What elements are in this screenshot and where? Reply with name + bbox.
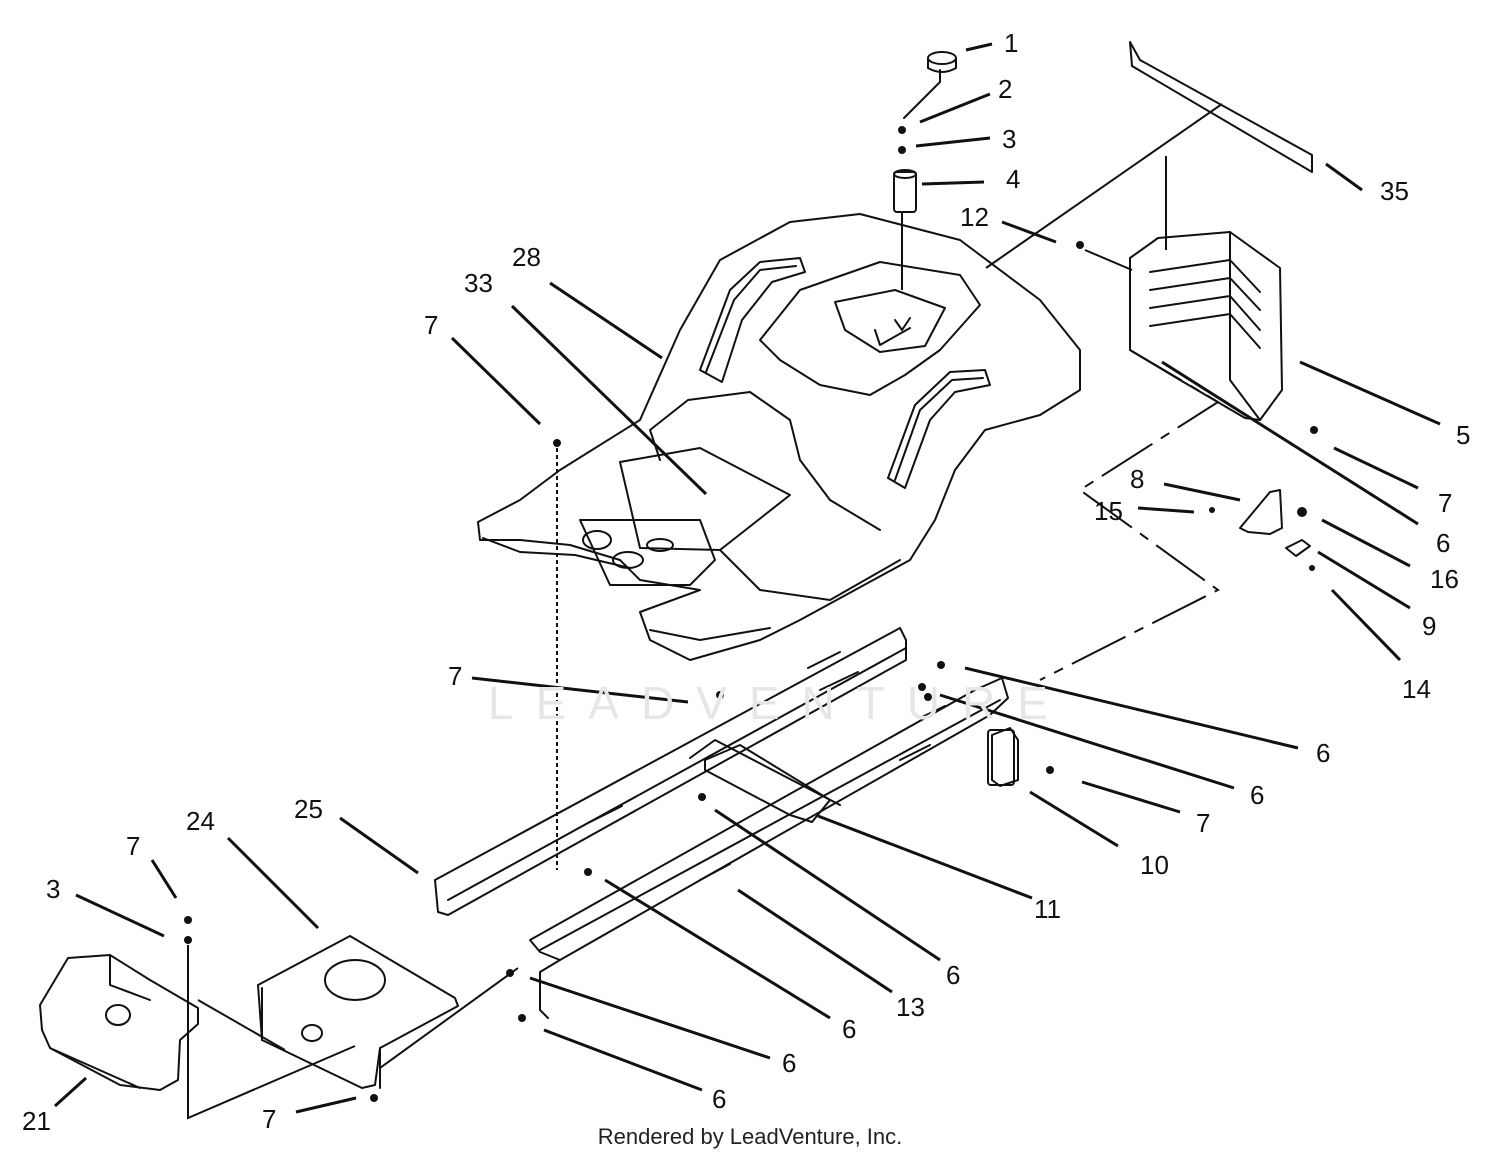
- callout-label: 25: [294, 794, 323, 824]
- angle-bracket-part: [991, 727, 1019, 787]
- housing-plate-part: [257, 935, 459, 1089]
- callout-label: 1: [1004, 28, 1018, 58]
- callout-label: 6: [1436, 528, 1450, 558]
- callout-label: 5: [1456, 420, 1470, 450]
- callout-label: 33: [464, 268, 493, 298]
- callout-label: 6: [842, 1014, 856, 1044]
- callout-labels: 1 2 3 4 35 12 28 33 7 5 7 6 8 15 16 9 14…: [22, 28, 1470, 1136]
- callout-label: 7: [448, 661, 462, 691]
- callout-label: 6: [946, 960, 960, 990]
- assembly-lines: [187, 103, 1223, 1120]
- callout-label: 9: [1422, 611, 1436, 641]
- fender-pan-part: [477, 213, 1081, 661]
- callout-label: 14: [1402, 674, 1431, 704]
- bracket-part: [1239, 489, 1283, 535]
- shield-part: [39, 954, 199, 1091]
- callout-label: 4: [1006, 164, 1020, 194]
- callout-label: 6: [712, 1084, 726, 1114]
- cap-spacer-parts: [893, 51, 957, 213]
- callout-label: 2: [998, 74, 1012, 104]
- callout-label: 6: [782, 1048, 796, 1078]
- callout-label: 3: [46, 874, 60, 904]
- callout-label: 10: [1140, 850, 1169, 880]
- clip-part: [1285, 539, 1311, 557]
- callout-label: 35: [1380, 176, 1409, 206]
- seat-bracket-part: [1129, 231, 1283, 421]
- callout-label: 11: [1034, 894, 1061, 924]
- callout-label: 21: [22, 1106, 51, 1136]
- footer-credit: Rendered by LeadVenture, Inc.: [597, 1124, 903, 1149]
- callout-label: 24: [186, 806, 215, 836]
- callout-label: 7: [1196, 808, 1210, 838]
- callout-label: 7: [126, 831, 140, 861]
- callout-label: 16: [1430, 564, 1459, 594]
- leader-lines: [53, 42, 1441, 1114]
- callout-label: 15: [1094, 496, 1123, 526]
- callout-label: 8: [1130, 464, 1144, 494]
- callout-label: 6: [1250, 780, 1264, 810]
- callout-label: 7: [1438, 488, 1452, 518]
- callout-label: 6: [1316, 738, 1330, 768]
- callout-label: 7: [424, 310, 438, 340]
- callout-label: 28: [512, 242, 541, 272]
- callout-label: 12: [960, 202, 989, 232]
- main-frame-rails: [434, 627, 1015, 1019]
- callout-label: 3: [1002, 124, 1016, 154]
- seat-rail-part: [1129, 41, 1313, 173]
- callout-label: 13: [896, 992, 925, 1022]
- callout-label: 7: [262, 1104, 276, 1134]
- hardware-dots: [184, 126, 1318, 1102]
